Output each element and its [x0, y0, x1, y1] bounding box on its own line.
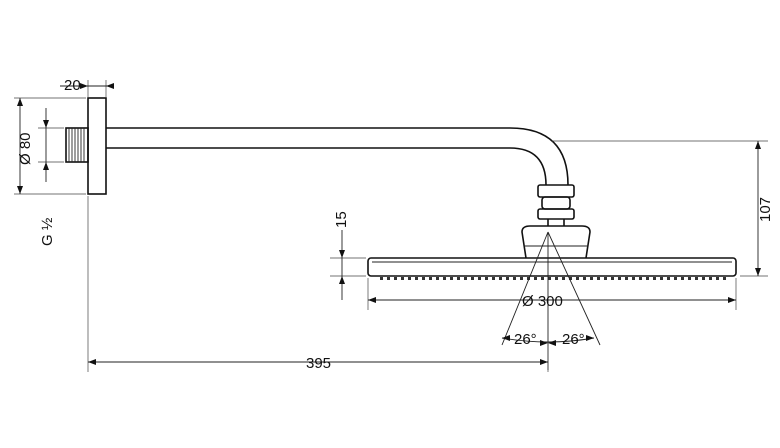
- nozzle-dot: [702, 277, 705, 280]
- nozzle-dot: [443, 277, 446, 280]
- nozzle-dot: [485, 277, 488, 280]
- nozzle-dot: [611, 277, 614, 280]
- nozzle-dot: [415, 277, 418, 280]
- nozzle-dot: [590, 277, 593, 280]
- nozzle-dot: [387, 277, 390, 280]
- dim-angle-right-label: 26°: [562, 331, 585, 348]
- nozzle-dot: [723, 277, 726, 280]
- nozzle-dot: [408, 277, 411, 280]
- nozzle-dot: [597, 277, 600, 280]
- nozzle-dot: [716, 277, 719, 280]
- shower-head-dome: [521, 225, 591, 259]
- nozzle-dot: [639, 277, 642, 280]
- nozzle-dot: [548, 277, 551, 280]
- nozzle-dot: [534, 277, 537, 280]
- dim-thread-label: G ½: [39, 217, 56, 246]
- shower-head-disk: [367, 257, 737, 277]
- dim-head-diameter-label: Ø 300: [522, 293, 563, 310]
- nozzle-dot: [569, 277, 572, 280]
- nozzle-dot: [436, 277, 439, 280]
- wall-flange: [87, 97, 107, 195]
- dim-spray-angles: [501, 335, 595, 346]
- nozzle-dot: [506, 277, 509, 280]
- nozzle-dot: [667, 277, 670, 280]
- nozzle-dot: [457, 277, 460, 280]
- nozzle-dot: [513, 277, 516, 280]
- nozzle-dot: [527, 277, 530, 280]
- nozzle-dot: [394, 277, 397, 280]
- nozzle-dot: [429, 277, 432, 280]
- nozzle-dot: [653, 277, 656, 280]
- nozzle-dot: [541, 277, 544, 280]
- nozzle-dot: [478, 277, 481, 280]
- nozzle-dot: [625, 277, 628, 280]
- nozzle-dot: [492, 277, 495, 280]
- nozzle-dot: [688, 277, 691, 280]
- dim-drop-height: [552, 140, 768, 277]
- nozzle-dot: [604, 277, 607, 280]
- dim-head-thickness-label: 15: [333, 211, 350, 228]
- dim-drop-height-label: 107: [757, 197, 774, 222]
- dim-flange-thickness: [60, 80, 114, 98]
- nozzle-dot: [380, 277, 383, 280]
- nozzle-dot: [422, 277, 425, 280]
- nozzle-dot: [464, 277, 467, 280]
- dim-arm-length: [87, 196, 549, 372]
- nozzle-dot: [576, 277, 579, 280]
- nozzle-dot: [520, 277, 523, 280]
- swivel-joint: [537, 184, 575, 226]
- nozzle-dot: [646, 277, 649, 280]
- nozzle-dot: [632, 277, 635, 280]
- nozzle-row: [380, 277, 726, 280]
- dim-arm-length-label: 395: [306, 355, 331, 372]
- dim-head-thickness: [330, 230, 366, 300]
- dim-flange-diameter: [14, 97, 86, 195]
- nozzle-dot: [562, 277, 565, 280]
- dim-angle-left-label: 26°: [514, 331, 537, 348]
- nozzle-dot: [401, 277, 404, 280]
- nozzle-dot: [450, 277, 453, 280]
- nozzle-dot: [583, 277, 586, 280]
- dim-thread: [38, 108, 64, 182]
- dim-flange-thickness-label: 20: [64, 77, 81, 94]
- dim-flange-diameter-label: Ø 80: [17, 132, 34, 165]
- nozzle-dot: [709, 277, 712, 280]
- nozzle-dot: [681, 277, 684, 280]
- shower-arm: [106, 127, 569, 186]
- dim-head-diameter: [367, 278, 737, 310]
- nozzle-dot: [695, 277, 698, 280]
- thread-connector: [65, 127, 89, 163]
- nozzle-dot: [660, 277, 663, 280]
- nozzle-dot: [499, 277, 502, 280]
- nozzle-dot: [674, 277, 677, 280]
- nozzle-dot: [471, 277, 474, 280]
- nozzle-dot: [618, 277, 621, 280]
- nozzle-dot: [555, 277, 558, 280]
